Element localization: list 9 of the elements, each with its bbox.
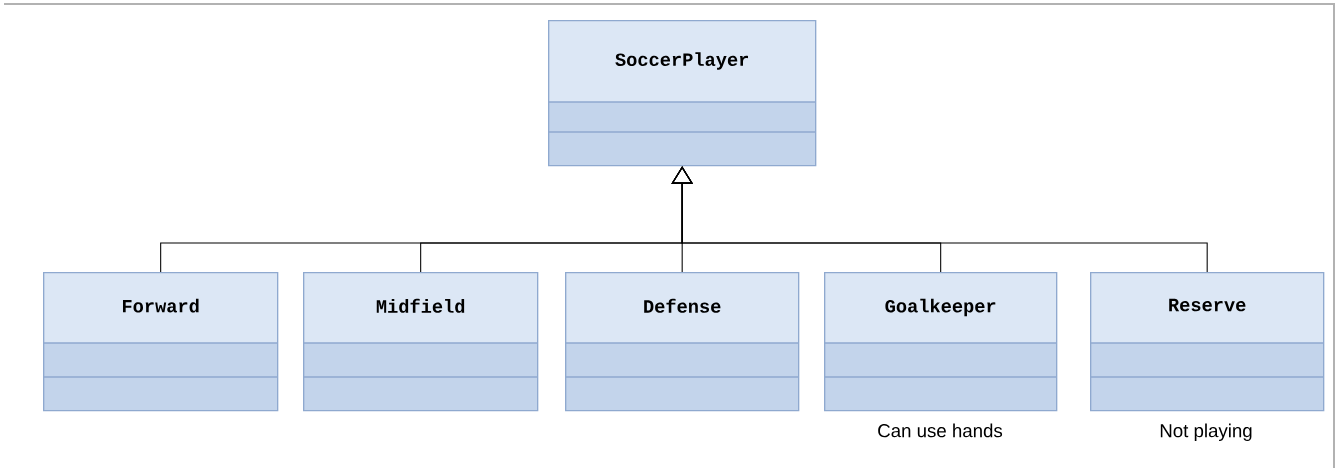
inheritance-arrow [671, 166, 1208, 273]
class-box: Defense [564, 272, 800, 412]
class-box: Goalkeeper [823, 272, 1058, 412]
class-box: Forward [42, 272, 279, 412]
note-text: Not playing [1160, 423, 1252, 441]
class-box: SoccerPlayer [547, 20, 817, 167]
class-box: Reserve [1089, 272, 1325, 412]
class-box: Midfield [302, 272, 539, 412]
note-text: Can use hands [878, 423, 1003, 438]
